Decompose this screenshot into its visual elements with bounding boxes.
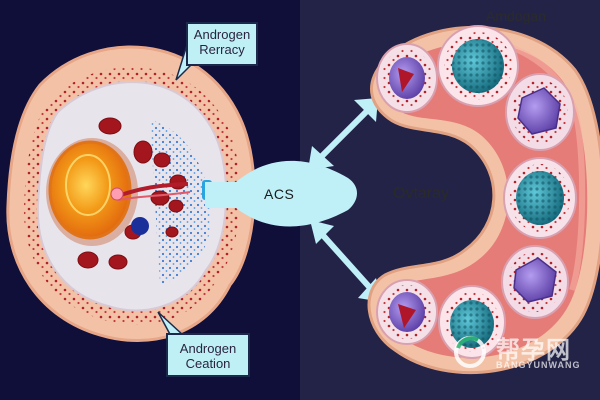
follicle-right-purple-lower — [501, 245, 569, 319]
callout-top-line1: Androgen — [193, 27, 251, 42]
red-organelles — [77, 117, 187, 270]
ovary — [367, 25, 600, 375]
ovary-label: Ovtaray — [393, 185, 450, 202]
follicle-right-teal — [503, 157, 577, 239]
watermark-sub-text: BANGYUNWANG — [496, 360, 581, 370]
follicle-bottom-left — [376, 279, 438, 345]
signal-strand-2 — [117, 191, 191, 201]
acs-center-shape — [205, 160, 357, 227]
callout-androgen-top: Androgen Rerracy — [186, 22, 258, 66]
left-cell — [6, 45, 256, 343]
watermark: 帮孕网 BANGYUNWANG — [444, 330, 594, 380]
callout-top-line2: Rerracy — [199, 42, 245, 57]
nucleolus-ring — [65, 154, 111, 216]
blue-vesicle — [131, 217, 149, 235]
signal-strand — [117, 182, 189, 198]
follicle-top-left — [376, 43, 438, 113]
stroma-highlight — [469, 37, 586, 291]
receptor-dot — [110, 187, 124, 201]
watermark-logo-icon — [454, 336, 486, 368]
callout-androgen-bottom: Androgen Ceation — [166, 333, 250, 377]
follicle-right-purple-upper — [505, 73, 575, 151]
acs-label: ACS — [264, 186, 295, 202]
callout-bottom-line1: Androgen — [179, 341, 237, 356]
follicle-bottom-teal — [438, 285, 506, 359]
top-right-label: Amdogan — [486, 8, 546, 24]
callout-bottom-line2: Ceation — [185, 356, 231, 371]
follicle-top-teal — [437, 25, 519, 107]
arrow-upper — [308, 98, 378, 170]
watermark-main-text: 帮孕网 — [496, 337, 571, 364]
